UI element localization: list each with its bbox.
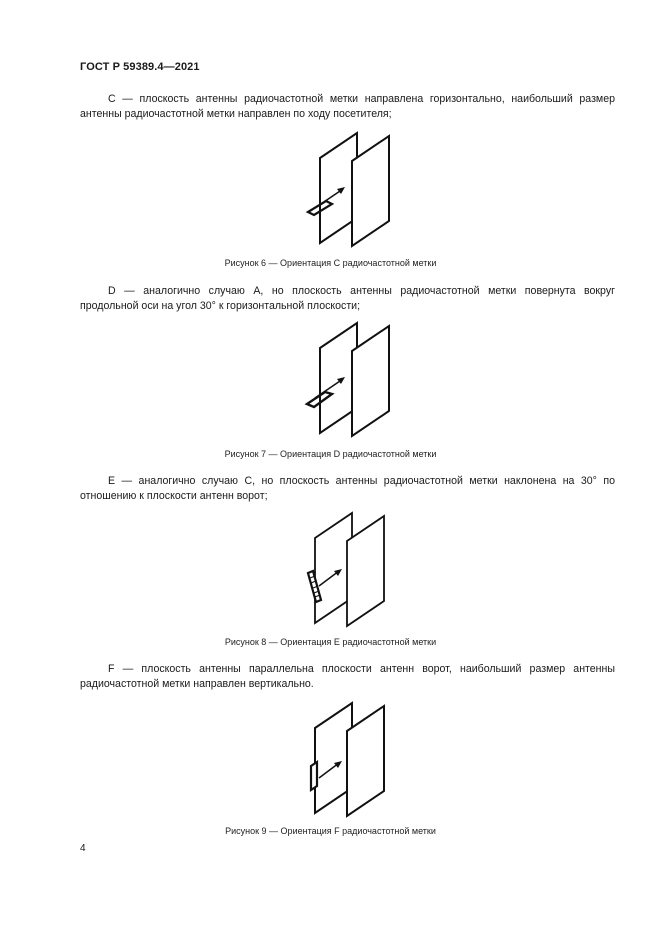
orientation-f-diagram-icon [295, 698, 405, 818]
paragraph-line: отношению к плоскости антенн ворот; [80, 490, 268, 502]
paragraph-orientation-d: D — аналогично случаю A, но плоскость ан… [80, 284, 615, 314]
paragraph-orientation-f: F — плоскость антенны параллельна плоско… [80, 662, 615, 692]
paragraph-line: антенны радиочастотной метки направлен п… [80, 108, 392, 120]
orientation-e-diagram-icon [295, 508, 405, 628]
orientation-d-diagram-icon [295, 318, 405, 438]
paragraph-line: F — плоскость антенны параллельна плоско… [108, 663, 615, 675]
paragraph-line: продольной оси на угол 30° к горизонталь… [80, 300, 361, 312]
figure-caption: Рисунок 6 — Ориентация C радиочастотной … [224, 258, 437, 268]
paragraph-line: радиочастотной метки направлен вертикаль… [80, 678, 314, 690]
figure-caption: Рисунок 8 — Ориентация E радиочастотной … [224, 637, 437, 647]
paragraph-line: E — аналогично случаю C, но плоскость ан… [108, 475, 615, 487]
paragraph-line: D — аналогично случаю A, но плоскость ан… [108, 285, 615, 297]
figure-caption: Рисунок 9 — Ориентация F радиочастотной … [225, 826, 436, 836]
orientation-c-diagram-icon [295, 128, 405, 248]
figure-caption: Рисунок 7 — Ориентация D радиочастотной … [224, 449, 437, 459]
paragraph-line: C — плоскость антенны радиочастотной мет… [108, 93, 615, 105]
paragraph-orientation-c: C — плоскость антенны радиочастотной мет… [80, 92, 615, 122]
paragraph-orientation-e: E — аналогично случаю C, но плоскость ан… [80, 474, 615, 504]
document-standard-id: ГОСТ Р 59389.4—2021 [80, 61, 200, 73]
page-number: 4 [80, 843, 86, 854]
